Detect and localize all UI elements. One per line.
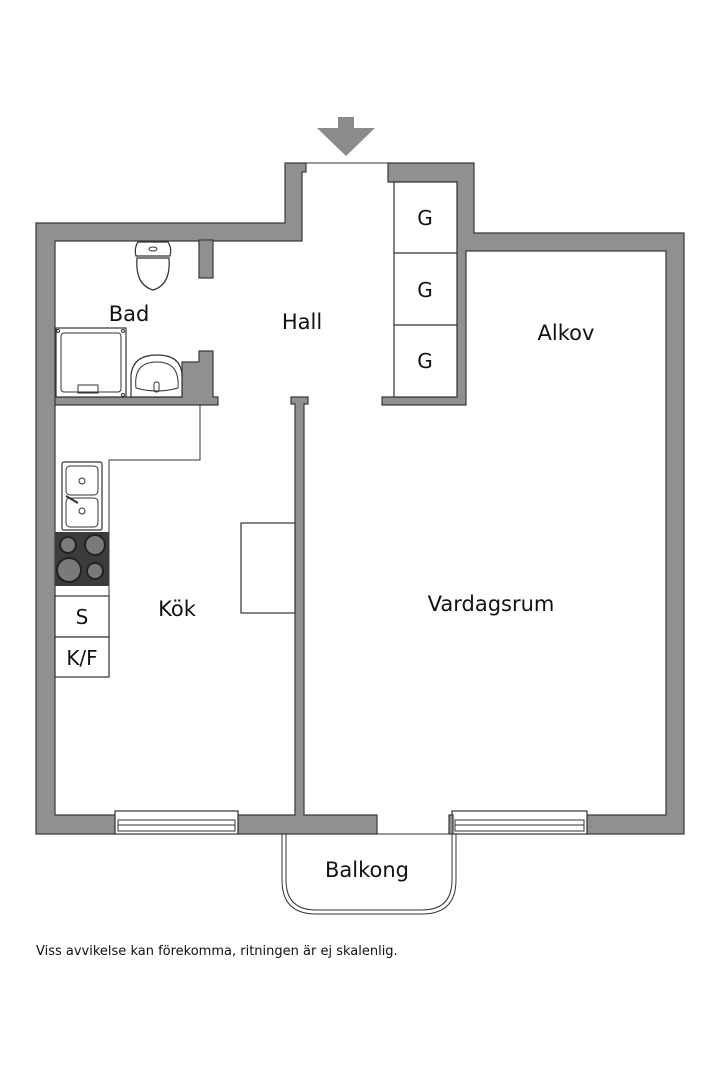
fridge-freezer-label: K/F — [66, 646, 97, 670]
disclaimer-text: Viss avvikelse kan förekomma, ritningen … — [36, 944, 398, 959]
room-label-bad: Bad — [109, 302, 150, 326]
shower-icon — [55, 327, 127, 398]
window-kitchen — [114, 810, 239, 835]
washbasin-icon — [130, 354, 183, 398]
wall-unit — [240, 522, 296, 614]
entrance-arrow-icon — [317, 117, 375, 156]
closet-label-1: G — [417, 206, 433, 230]
room-label-kok: Kök — [158, 597, 197, 621]
room-label-alkov: Alkov — [538, 321, 595, 345]
room-label-vardagsrum: Vardagsrum — [428, 592, 555, 616]
balcony-outline — [281, 834, 457, 915]
room-label-balkong: Balkong — [325, 858, 409, 882]
fridge-freezer-box — [54, 636, 110, 678]
room-label-hall: Hall — [282, 310, 322, 334]
kitchen-sink-icon — [61, 461, 103, 531]
stove-cabinet-label: S — [76, 605, 89, 629]
window-living-room — [448, 810, 588, 835]
closet-label-2: G — [417, 278, 433, 302]
stove-icon — [55, 532, 109, 586]
exterior-wall-bottom-middle — [237, 396, 378, 835]
toilet-icon — [134, 241, 172, 291]
bathroom-wall-stub — [198, 239, 214, 279]
closet-label-3: G — [417, 349, 433, 373]
closet-group — [393, 181, 458, 398]
